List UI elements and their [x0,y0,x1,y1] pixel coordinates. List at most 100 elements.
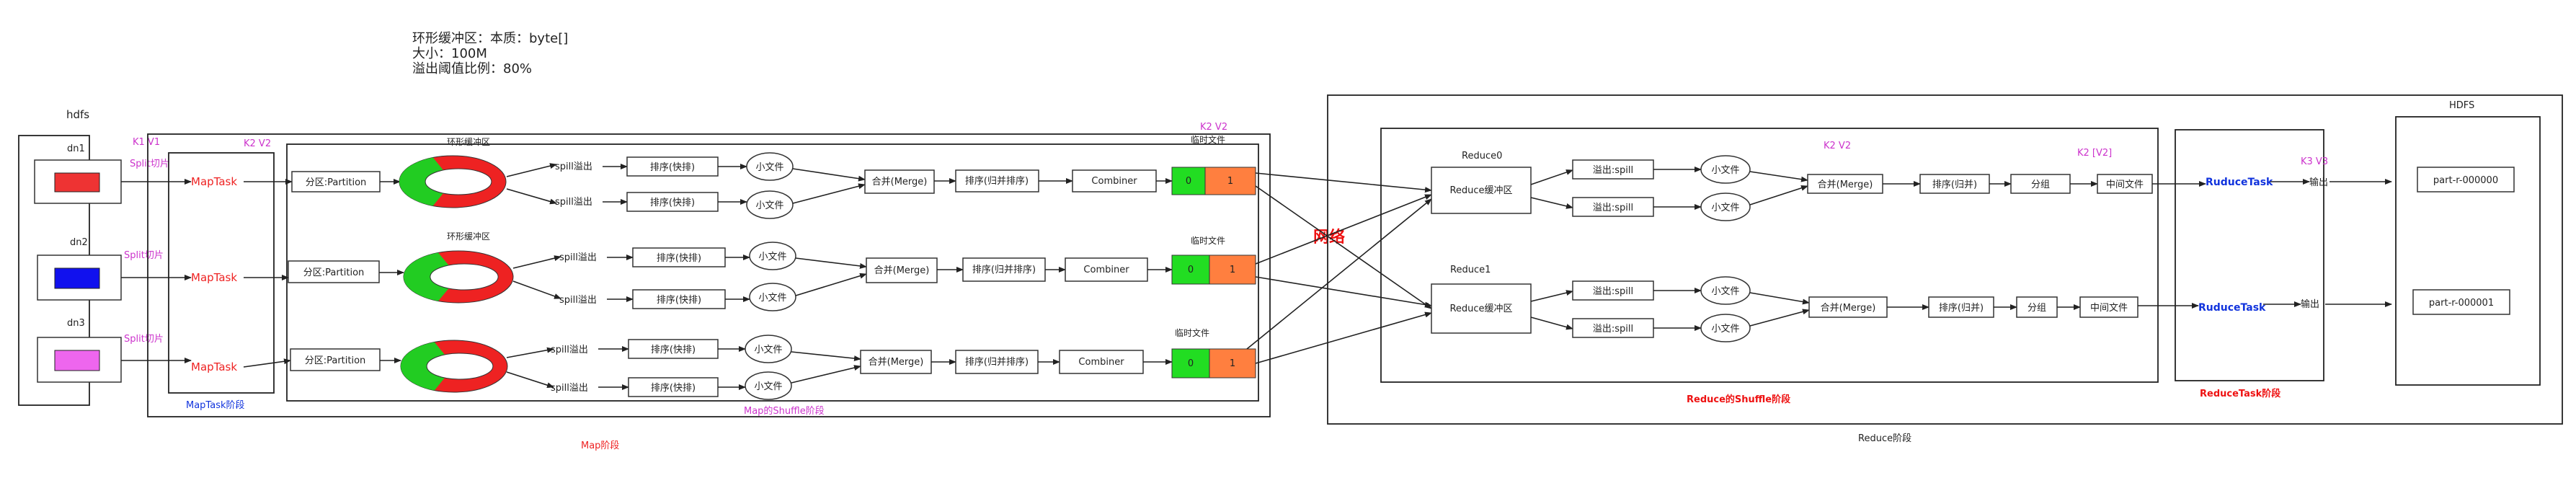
reduce0-sort [1919,174,1990,194]
small-file-1b [746,190,794,219]
map-shuffle-stage-label: Map的Shuffle阶段 [744,405,825,417]
reduce1-sort-label: 排序(归并) [1939,303,1984,314]
reduce1-group-label: 分组 [2028,303,2046,314]
small-file-3a-label: 小文件 [754,345,782,355]
part-file-1-label: part-r-000001 [2429,298,2494,309]
reduce1-small-file-b-label: 小文件 [1711,324,1739,335]
maptask-2: MapTask [191,271,237,284]
reduce0-spill-a [1572,159,1654,180]
split-label-2: Split切片 [124,250,164,261]
reduce0-small-file-a [1700,155,1751,184]
merge-box-2 [866,257,938,283]
small-file-3b [745,371,792,400]
maptask-3: MapTask [191,360,237,373]
small-file-2a [749,242,796,270]
merge-sort-box-1 [955,169,1039,192]
temp-file-1-part-0 [1171,167,1206,195]
reduce0-buffer [1431,167,1532,214]
reduce-stage-frame [1327,94,2563,425]
partition-label-1: 分区:Partition [306,177,367,188]
buffer-info: 环形缓冲区：本质：byte[] 大小：100M 溢出阈值比例：80% [412,31,568,76]
hdfs-out-frame [2395,116,2541,386]
spill-3a: spill溢出 [551,345,588,355]
spill-1a: spill溢出 [555,161,592,172]
combiner-2: Combiner [1083,265,1129,275]
reduce1-small-file-a-label: 小文件 [1711,286,1739,297]
maptask-stage-label: MapTask阶段 [186,400,245,411]
sort-box-2a [632,247,726,267]
maptask-1: MapTask [191,175,237,188]
reduce0-mid-file-label: 中间文件 [2106,180,2144,190]
spill-2a: spill溢出 [559,252,597,263]
ring-buffer-1 [399,155,507,208]
temp-file-2-index-1: 1 [1230,265,1235,275]
reduce1-merge [1808,296,1888,318]
partition-label-3: 分区:Partition [305,355,366,366]
merge-2: 合并(Merge) [874,265,930,276]
datanode-1-label: dn1 [67,143,85,154]
reduce0-merge-label: 合并(Merge) [1818,180,1873,190]
reduce0-small-file-b-label: 小文件 [1711,203,1739,213]
output-0: 输出 [2309,177,2328,188]
small-file-1a [746,152,794,181]
merge-sort-box-2 [962,257,1046,282]
temp-file-3-part-0 [1171,348,1210,379]
datanode-1: dn1 [34,143,122,204]
datanode-2-block [54,267,100,289]
reduce-shuffle-frame [1380,128,2159,383]
combiner-box-1 [1072,169,1157,192]
ring-buffer-hole [426,353,494,380]
part-file-0 [2417,167,2515,192]
map-stage-label: Map阶段 [581,441,619,451]
partition-label-2: 分区:Partition [303,267,365,278]
datanode-1-block [54,172,100,192]
small-file-1b-label: 小文件 [755,200,783,211]
map-stage-frame [147,133,1271,417]
temp-file-3-index-0: 0 [1188,358,1194,369]
ring-buffer-label-2: 环形缓冲区 [447,231,490,242]
datanode-2-label: dn2 [70,237,88,248]
reduce1-small-file-a [1700,276,1751,305]
k2v2-temp-label: K2 V2 [1200,122,1227,133]
reduce-row-1: Reduce1 Reduce缓冲区 溢出:spill 溢出:spill 小文件 … [1431,265,2392,342]
ring-buffer-hole [430,263,499,291]
ring-buffer-label-1: 环形缓冲区 [447,136,490,147]
reduce0-group-label: 分组 [2031,180,2050,190]
reduce0-merge [1807,174,1883,194]
reduce1-spill-a [1572,280,1654,301]
datanode-3-label: dn3 [67,318,85,329]
reduce1-mid-file [2079,296,2138,318]
split-label-1: Split切片 [130,159,169,169]
merge-sort-2: 排序(归并排序) [972,265,1036,275]
reducetask-stage-label: ReduceTask阶段 [2200,388,2280,399]
reduce0-small-file-b [1700,192,1751,221]
temp-file-2-index-0: 0 [1188,265,1194,275]
reduce0-spill-b [1572,197,1654,217]
map-row-3: MapTask 分区:Partition spill溢出 spill溢出 排序(… [191,327,1256,400]
reduce1-small-file-b [1700,314,1751,342]
sort-3a: 排序(快排) [651,345,696,355]
merge-sort-3: 排序(归并排序) [965,357,1029,368]
sort-2b: 排序(快排) [657,295,701,306]
spill-2b: spill溢出 [559,295,597,306]
reduce1-label: Reduce1 [1450,265,1491,275]
temp-file-1-index-1: 1 [1227,176,1233,187]
small-file-2b-label: 小文件 [758,293,786,304]
merge-1: 合并(Merge) [872,177,928,187]
k3v3-label: K3 V3 [2301,156,2328,167]
small-file-3a [745,335,792,363]
info-line-3: 溢出阈值比例：80% [412,61,532,76]
hdfs-out-title: HDFS [2449,100,2474,111]
map-row-2: MapTask 分区:Partition 环形缓冲区 spill溢出 spill… [191,231,1256,311]
merge-3: 合并(Merge) [869,357,924,368]
sort-box-3a [628,339,719,359]
temp-file-label-1: 临时文件 [1191,134,1225,145]
map-shuffle-frame [286,143,1259,402]
reduce0-sort-label: 排序(归并) [1932,180,1977,190]
reduce0-small-file-a-label: 小文件 [1711,165,1739,176]
combiner-1: Combiner [1091,176,1137,187]
reducetask-1: RuduceTask [2198,302,2266,314]
reduce1-buffer [1431,283,1532,334]
info-line-2: 大小：100M [412,46,487,61]
map-row-1: MapTask 分区:Partition 环形缓冲区 spill溢出 spill… [191,122,1256,219]
